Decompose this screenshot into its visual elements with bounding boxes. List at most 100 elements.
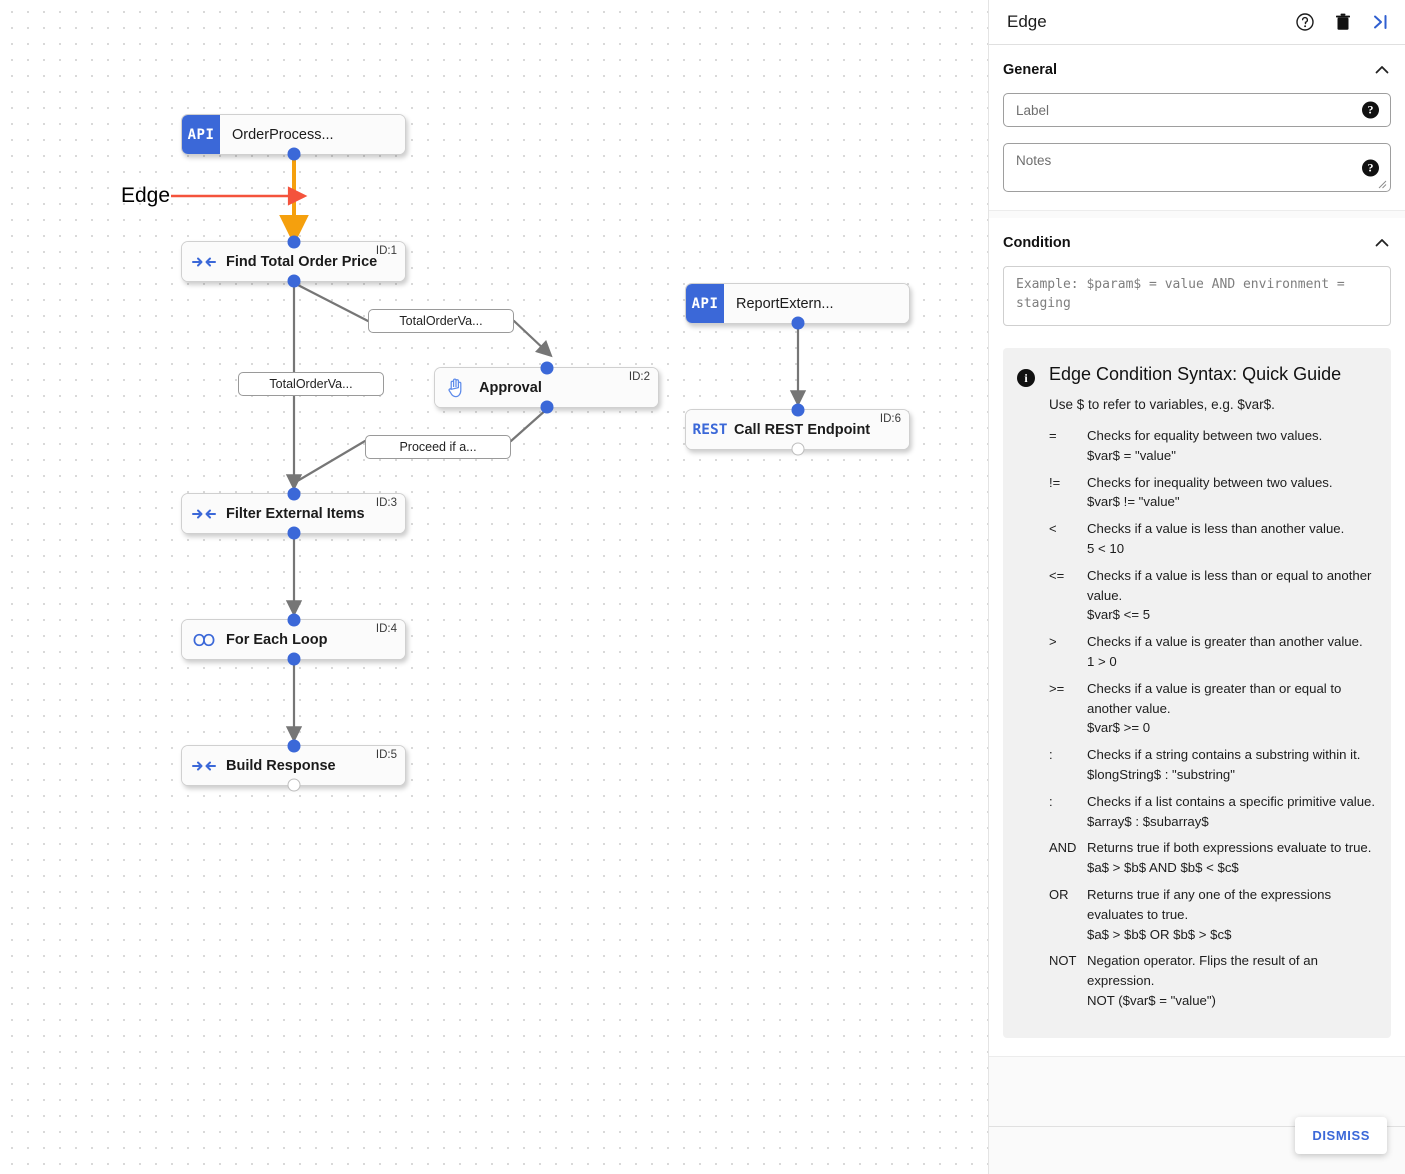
node-id-label: ID:2 <box>628 371 650 383</box>
operator-row: : Checks if a string contains a substring… <box>1049 745 1377 785</box>
collapse-panel-icon[interactable] <box>1371 12 1391 32</box>
edge-connections-layer <box>171 156 807 743</box>
resize-grip-icon[interactable] <box>1378 180 1387 189</box>
notes-field-placeholder: Notes <box>1016 153 1052 168</box>
node-output-port[interactable] <box>287 652 300 666</box>
node-title: Approval <box>479 379 542 396</box>
operator-row: >=Checks if a value is greater than or e… <box>1049 679 1377 738</box>
panel-header-actions <box>1295 12 1391 32</box>
edge-label-chip[interactable]: TotalOrderVa... <box>238 372 384 396</box>
operator-key: : <box>1049 747 1053 763</box>
node-input-port[interactable] <box>287 613 300 627</box>
label-field-placeholder: Label <box>1016 102 1050 118</box>
node-title: Call REST Endpoint <box>734 421 871 438</box>
node-input-port[interactable] <box>287 235 300 249</box>
node-output-port[interactable] <box>287 274 300 288</box>
node-approval[interactable]: Approval ID:2 <box>434 361 659 414</box>
label-field[interactable]: Label ? <box>1003 93 1391 127</box>
label-help-icon[interactable]: ? <box>1362 101 1379 119</box>
operator-key: >= <box>1049 680 1065 696</box>
operator-description: Checks if a value is less than another v… <box>1087 521 1345 537</box>
node-title: Find Total Order Price <box>226 253 378 270</box>
operator-description: Returns true if any one of the expressio… <box>1087 886 1332 922</box>
general-section-header[interactable]: General <box>1003 59 1391 93</box>
node-output-port[interactable] <box>287 778 300 792</box>
node-input-port[interactable] <box>791 403 804 417</box>
panel-scroll-area[interactable]: General Label ? Notes ? <box>989 45 1405 1126</box>
operator-row: = Checks for equality between two values.… <box>1049 426 1377 466</box>
node-body: API OrderProcess... <box>182 115 405 154</box>
node-title: ReportExtern... <box>736 295 834 312</box>
operator-description: Returns true if both expressions evaluat… <box>1087 840 1372 856</box>
general-section-title: General <box>1003 62 1057 78</box>
guide-body: Edge Condition Syntax: Quick Guide Use $… <box>1049 364 1377 1018</box>
operator-key: != <box>1049 474 1061 490</box>
infinity-icon <box>182 633 226 647</box>
operator-key: AND <box>1049 840 1077 856</box>
operator-example: $longString$ : "substring" <box>1087 766 1235 782</box>
node-input-port[interactable] <box>287 487 300 501</box>
edge-annotation-label: Edge <box>121 184 171 207</box>
node-input-port[interactable] <box>540 361 553 375</box>
help-circle-icon[interactable] <box>1295 12 1315 32</box>
edge-properties-panel: Edge <box>988 0 1405 1174</box>
node-orderprocess[interactable]: API OrderProcess... <box>181 114 406 161</box>
node-for-each-loop[interactable]: For Each Loop ID:4 <box>181 613 406 666</box>
node-id-label: ID:1 <box>375 245 397 257</box>
trash-icon[interactable] <box>1334 12 1352 32</box>
condition-section-header[interactable]: Condition <box>1003 232 1391 266</box>
node-build-response[interactable]: Build Response ID:5 <box>181 739 406 792</box>
operator-description: Checks if a list contains a specific pri… <box>1087 793 1376 809</box>
operator-description: Checks for inequality between two values… <box>1087 474 1333 490</box>
node-id-label: ID:6 <box>879 413 901 425</box>
operator-key: : <box>1049 793 1053 809</box>
operator-description: Checks if a value is less than or equal … <box>1087 567 1372 603</box>
node-id-label: ID:4 <box>375 623 397 635</box>
node-find-total-order-price[interactable]: Find Total Order Price ID:1 <box>181 235 406 288</box>
operator-description: Checks if a string contains a substring … <box>1087 747 1361 763</box>
operator-list: = Checks for equality between two values.… <box>1049 426 1377 1011</box>
operator-example: $var$ != "value" <box>1087 494 1180 510</box>
node-input-port[interactable] <box>287 739 300 753</box>
operator-example: $var$ <= 5 <box>1087 607 1151 623</box>
edge-label-chip[interactable]: Proceed if a... <box>365 435 511 459</box>
operator-example: $array$ : $subarray$ <box>1087 813 1209 829</box>
node-output-port[interactable] <box>791 442 804 456</box>
node-filter-external-items[interactable]: Filter External Items ID:3 <box>181 487 406 540</box>
operator-example: $var$ >= 0 <box>1087 720 1151 736</box>
operator-description: Checks for equality between two values. <box>1087 428 1323 443</box>
operator-key: = <box>1049 428 1057 443</box>
operator-row: != Checks for inequality between two valu… <box>1049 473 1377 513</box>
node-call-rest-endpoint[interactable]: REST Call REST Endpoint ID:6 <box>685 403 910 456</box>
panel-header: Edge <box>989 0 1405 45</box>
node-title: OrderProcess... <box>232 126 334 143</box>
node-output-port[interactable] <box>791 316 804 330</box>
notes-field[interactable]: Notes ? <box>1003 143 1391 192</box>
node-title: Build Response <box>226 757 336 774</box>
operator-example: $a$ > $b$ AND $b$ < $c$ <box>1087 860 1239 876</box>
edge-label-chip[interactable]: TotalOrderVa... <box>368 309 514 333</box>
node-output-port[interactable] <box>287 526 300 540</box>
node-id-label: ID:5 <box>375 749 397 761</box>
api-badge: API <box>686 284 724 323</box>
condition-input[interactable]: Example: $param$ = value AND environment… <box>1003 266 1391 326</box>
flow-canvas[interactable]: Edge API OrderProcess... Find Total Orde… <box>0 0 988 1174</box>
operator-description: Checks if a value is greater than anothe… <box>1087 634 1363 650</box>
node-title: Filter External Items <box>226 505 365 522</box>
chevron-up-icon[interactable] <box>1373 234 1391 252</box>
node-body: Approval <box>435 368 658 407</box>
chevron-up-icon[interactable] <box>1373 61 1391 79</box>
operator-row: AND Returns true if both expressions eval… <box>1049 838 1377 878</box>
hand-icon <box>435 377 479 398</box>
api-badge: API <box>182 115 220 154</box>
node-reportextern[interactable]: API ReportExtern... <box>685 283 910 330</box>
node-output-port[interactable] <box>540 400 553 414</box>
operator-key: < <box>1049 521 1057 537</box>
guide-title: Edge Condition Syntax: Quick Guide <box>1049 364 1342 384</box>
operator-example: NOT ($var$ = "value") <box>1087 992 1216 1008</box>
notes-help-icon[interactable]: ? <box>1362 159 1379 176</box>
node-output-port[interactable] <box>287 147 300 161</box>
dismiss-button[interactable]: DISMISS <box>1295 1117 1387 1154</box>
